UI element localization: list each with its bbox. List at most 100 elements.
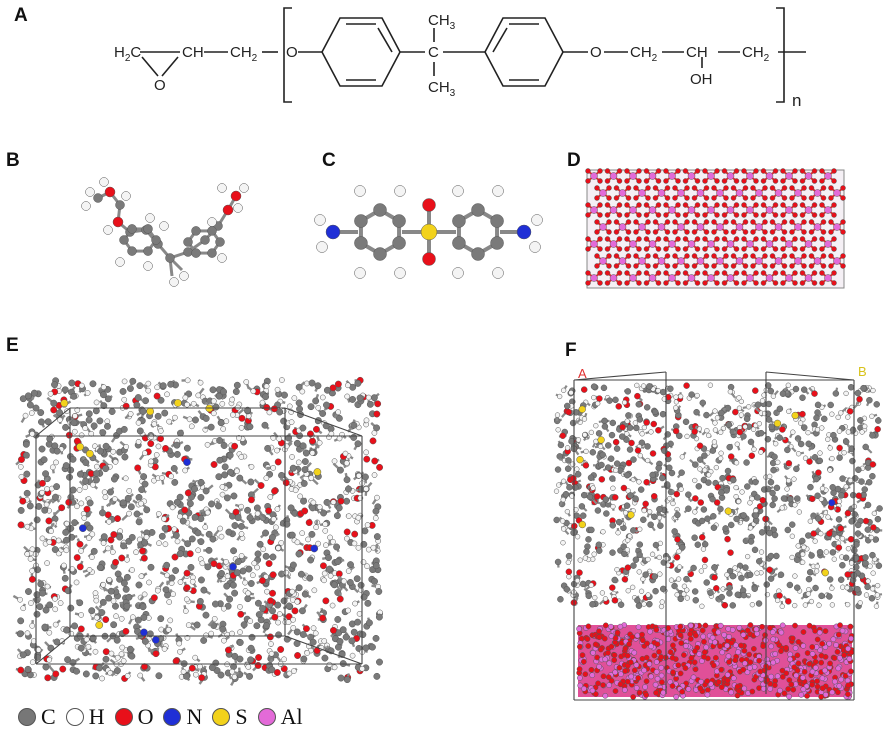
atom-h [275,619,281,626]
atom-o [699,627,706,634]
atom-c [668,469,676,477]
ch2-right: CH [742,44,764,61]
atom-o [741,168,747,174]
atom-o [808,253,815,259]
atom-o [769,229,776,235]
atom-o [102,648,110,656]
atom-o [799,178,806,184]
atom-c [630,562,637,569]
atom-c [726,590,733,597]
atom-o [780,212,786,218]
atom-c [281,391,288,399]
atom-o [785,598,792,605]
atom-c [574,471,582,478]
atom-h [670,500,676,507]
atom-h [345,568,352,574]
atom-h [370,544,377,551]
atom-c [738,574,745,582]
atom-h [639,431,645,437]
atom-h [57,417,63,423]
atom-o [702,280,708,286]
atom-al [746,240,754,248]
atom-c [326,565,333,573]
atom-c [259,604,267,612]
atom-o [616,270,623,276]
atom-o [613,195,620,201]
atom-h [299,388,306,395]
atom-c [339,626,347,634]
atom-h [148,434,155,440]
atom-h [568,390,574,396]
atom-o [663,280,669,286]
atom-h [161,516,167,522]
atom-s [791,411,799,420]
atom-o [819,178,825,184]
atom-o [836,444,843,452]
atom-c [583,548,590,555]
atom-o [634,447,642,454]
atom-c [709,447,717,454]
atom-c [256,540,264,548]
atom-c [788,521,796,528]
atom-al [696,223,705,231]
atom-o [633,185,639,191]
atom-h [807,518,813,524]
atom-h [78,612,84,618]
atom-h [795,543,801,549]
atom-h [816,602,822,608]
atom-c [139,603,147,611]
atom-o [694,246,701,252]
atom-h [169,277,179,287]
atom-o [663,178,669,184]
atom-h [153,452,160,458]
atom-o [152,650,160,658]
atom-h [166,418,172,425]
atom-h [452,267,464,279]
atom-h [185,622,192,628]
atom-o [594,219,600,225]
atom-c [874,515,882,523]
bond [284,407,363,437]
atom-c [566,484,573,491]
atom-c [207,423,215,431]
atom-c [609,419,617,427]
atom-o [760,168,767,174]
atom-h [138,500,144,507]
ch3-top: CH [428,12,450,29]
atom-c [187,563,195,571]
atom-h [800,559,806,565]
atom-h [231,674,238,680]
atom-c [246,672,254,680]
atom-c [835,516,843,523]
atom-c [120,542,127,550]
atom-h [712,427,719,433]
atom-h [795,451,802,457]
atom-c [771,453,778,461]
atom-c [786,581,794,589]
atom-o [597,280,603,286]
atom-c [276,408,284,416]
atom-o [828,195,834,201]
atom-o [792,236,798,242]
atom-h [827,445,833,451]
atom-c [237,522,245,530]
atom-c [247,644,255,652]
panel-d-alumina-slab [585,168,846,289]
atom-h [841,450,847,456]
atom-o [634,392,641,400]
atom-c [707,589,714,596]
atom-o [663,270,669,276]
atom-h [219,491,226,498]
atom-o [723,185,729,191]
atom-c [295,399,303,407]
atom-o [742,219,749,225]
atom-al [839,627,846,634]
atom-o [682,270,689,276]
atom-h [182,467,189,474]
atom-c [19,651,27,659]
atom-s [773,419,782,428]
atom-o [616,202,623,208]
atom-c [98,609,106,616]
atom-c [299,424,307,432]
atom-o [750,185,756,191]
